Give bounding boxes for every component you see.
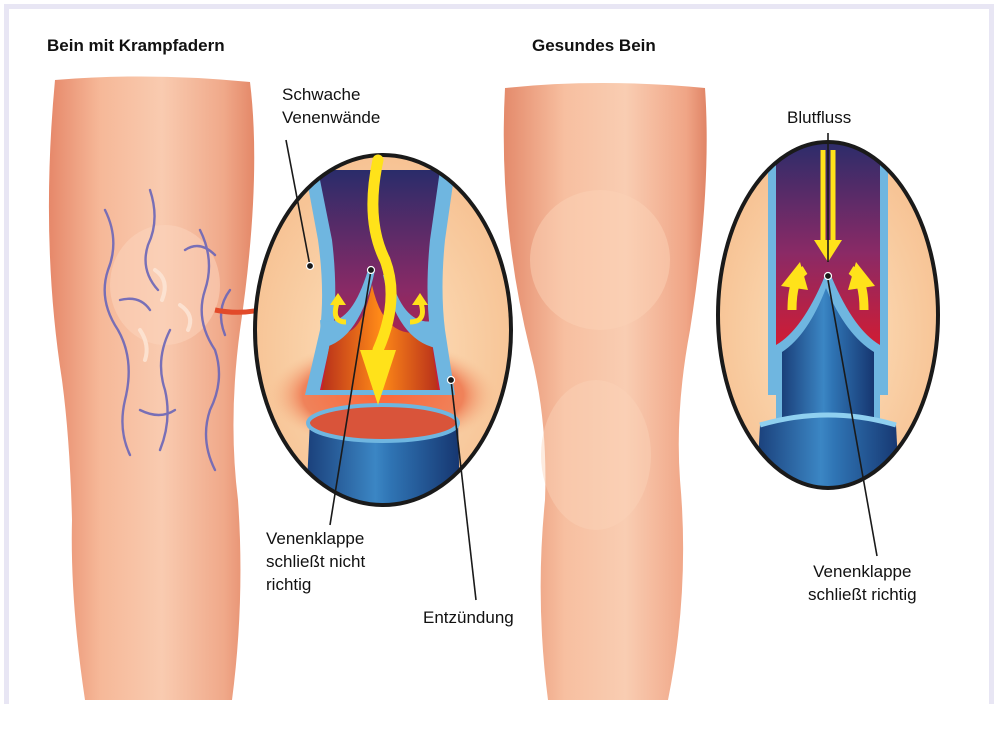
label-blood-flow: Blutfluss <box>787 106 851 129</box>
title-varicose-leg: Bein mit Krampfadern <box>47 36 225 56</box>
title-healthy-leg: Gesundes Bein <box>532 36 656 56</box>
label-valve-closing: Venenklappe schließt richtig <box>808 560 917 606</box>
label-weak-vein-walls: Schwache Venenwände <box>282 83 380 129</box>
label-valve-not-closing: Venenklappe schließt nicht richtig <box>266 527 365 596</box>
left-leg <box>49 76 254 700</box>
label-inflammation: Entzündung <box>423 606 514 629</box>
left-vein-inset <box>255 155 511 505</box>
